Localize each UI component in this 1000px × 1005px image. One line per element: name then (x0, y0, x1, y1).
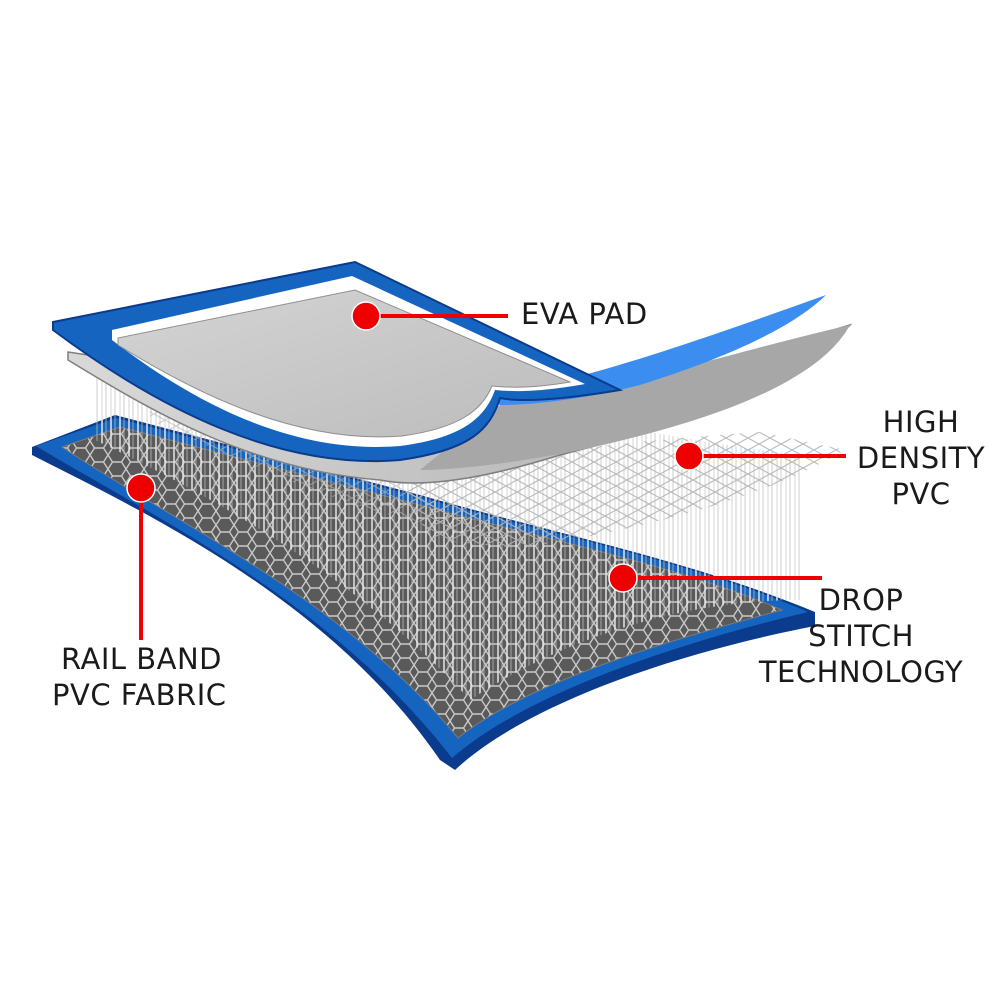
label-rail-band: RAIL BAND PVC FABRIC (52, 641, 227, 713)
label-eva-pad: EVA PAD (521, 296, 648, 332)
label-line: RAIL BAND (61, 642, 222, 676)
label-line: HIGH (882, 405, 960, 439)
marker-drop-stitch (608, 563, 638, 593)
marker-eva-pad (351, 301, 381, 331)
markers (126, 301, 704, 593)
label-line: DROP (818, 583, 904, 617)
label-line: EVA PAD (521, 297, 648, 331)
label-line: STITCH (808, 619, 914, 653)
eva-pad-layer (52, 260, 826, 462)
label-line: TECHNOLOGY (758, 655, 964, 689)
marker-high-density-pvc (674, 441, 704, 471)
marker-rail-band (126, 473, 156, 503)
label-high-density-pvc: HIGH DENSITY PVC (856, 404, 986, 512)
label-line: PVC (891, 477, 951, 511)
label-drop-stitch: DROP STITCH TECHNOLOGY (756, 582, 966, 690)
leader-lines (139, 314, 846, 640)
label-line: PVC FABRIC (52, 678, 227, 712)
label-line: DENSITY (856, 441, 986, 475)
